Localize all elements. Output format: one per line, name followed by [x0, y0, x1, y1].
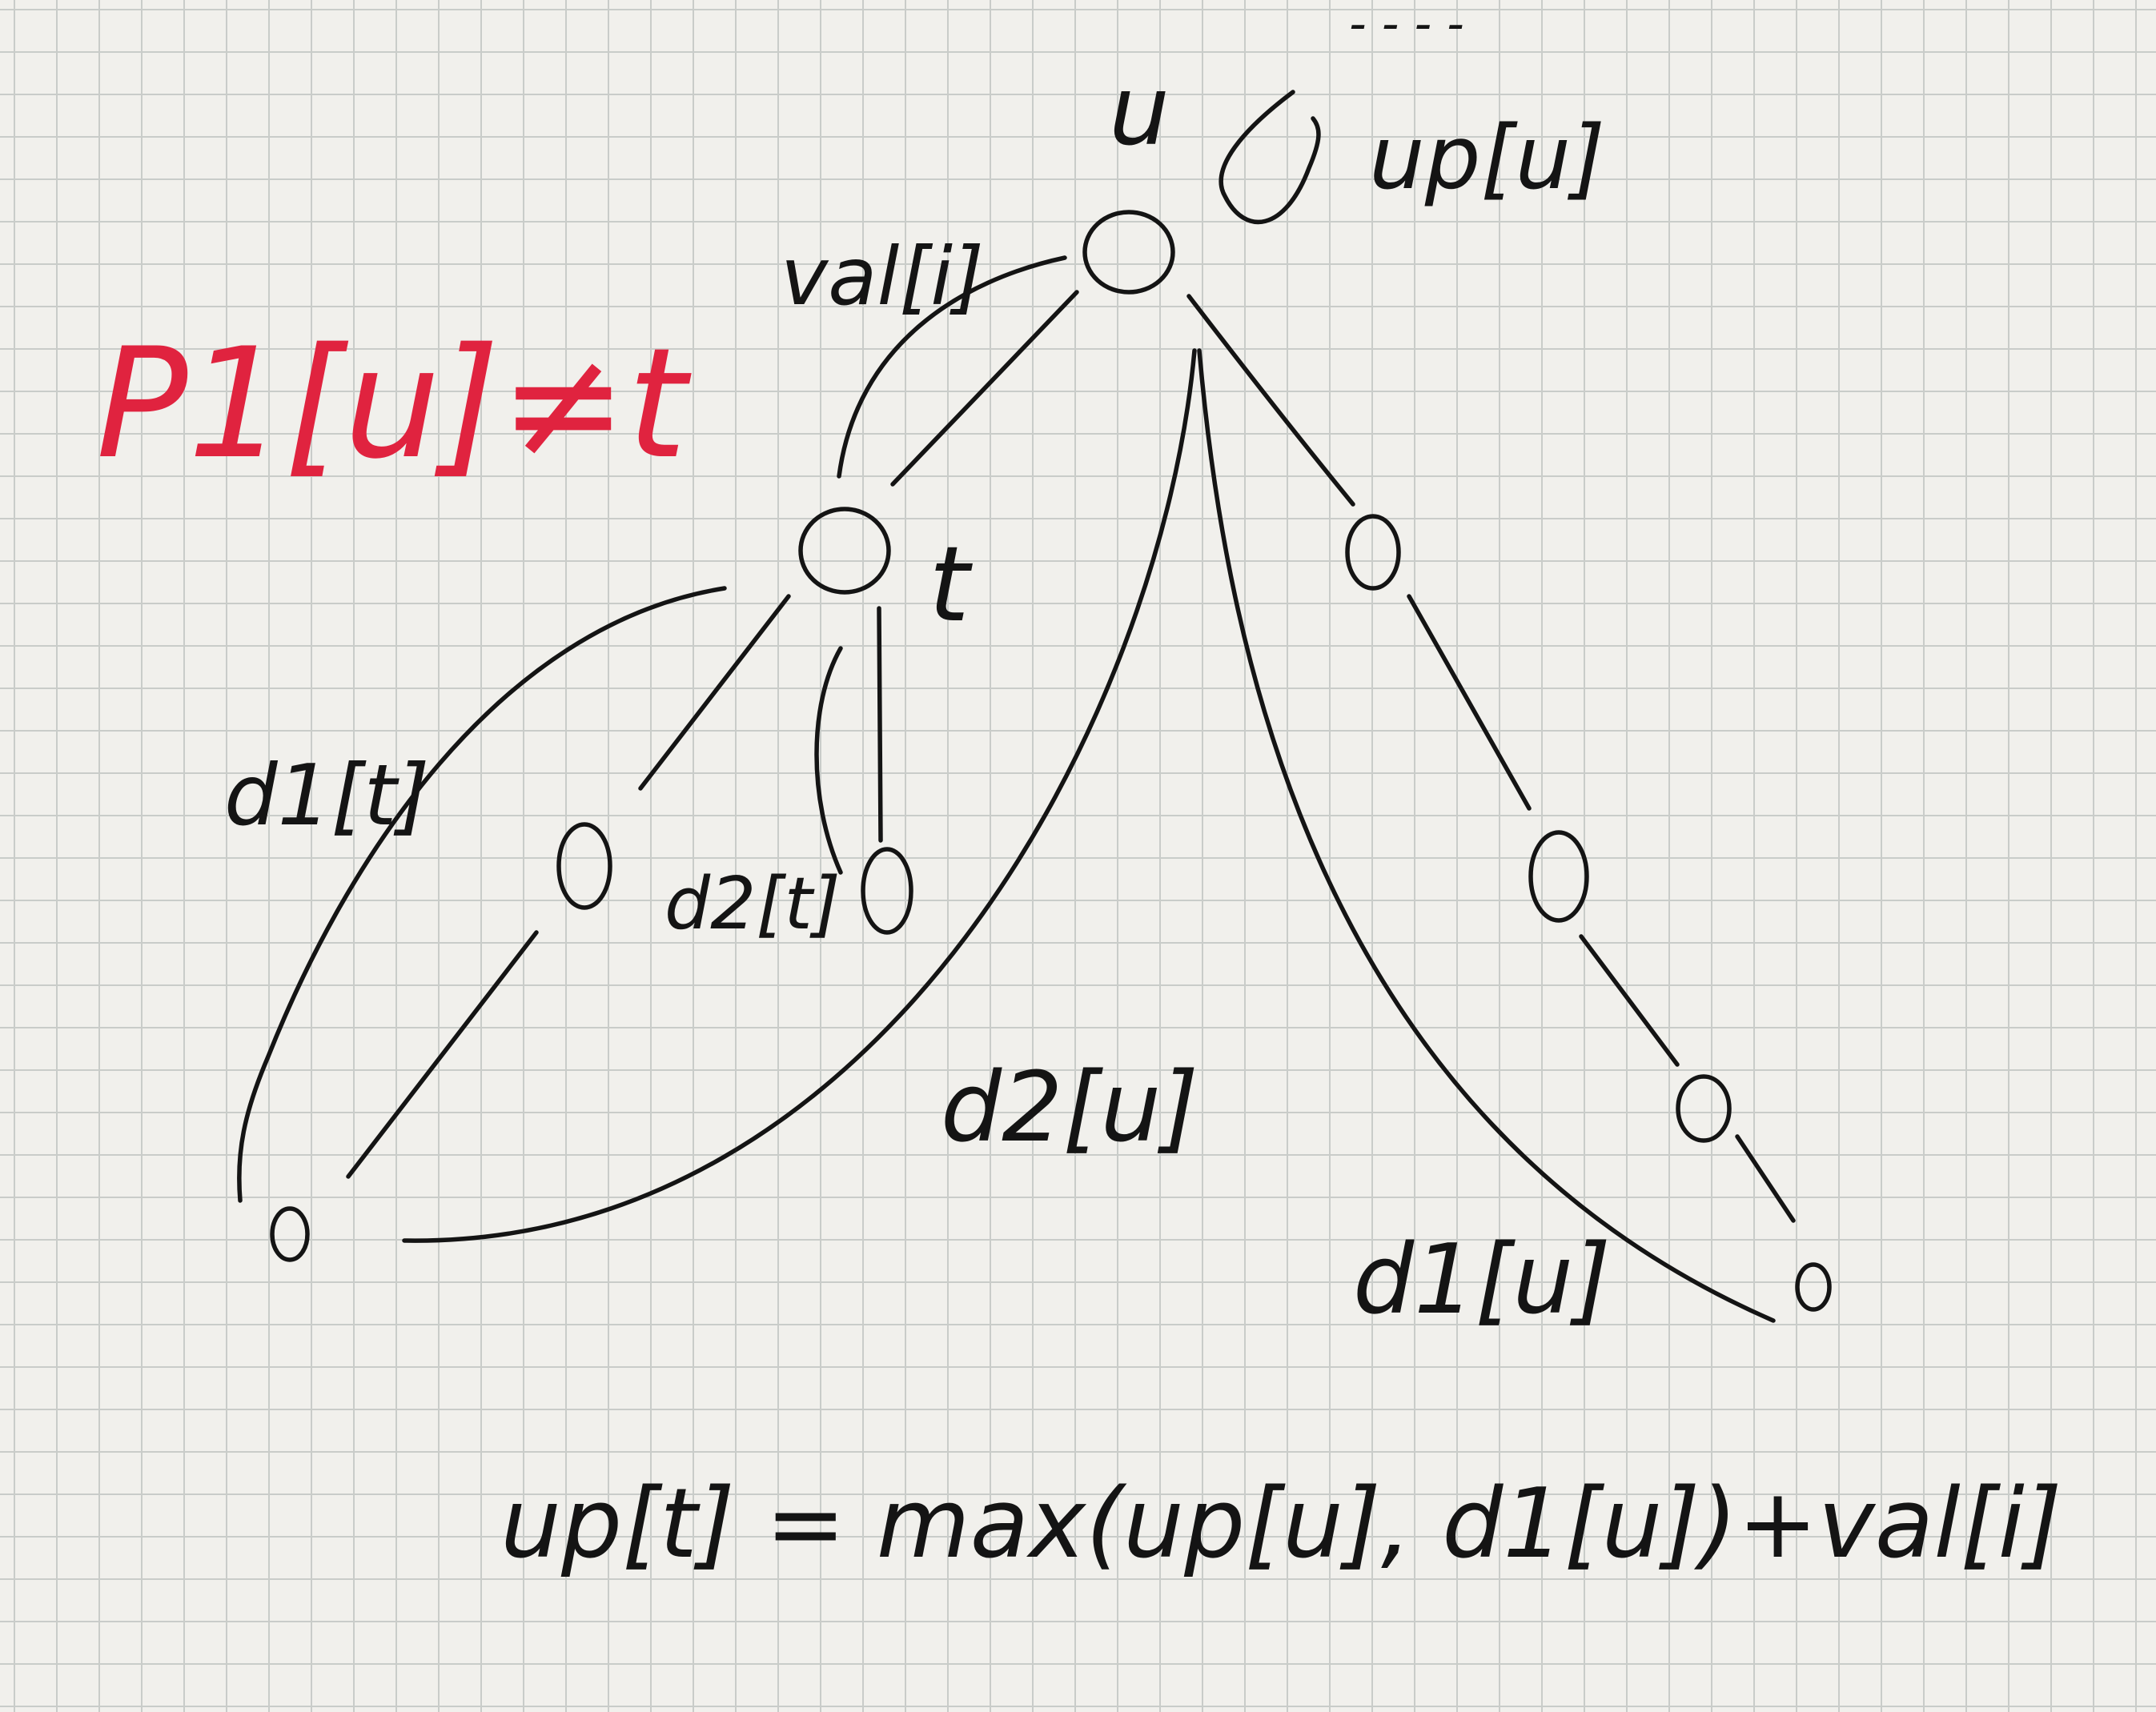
formula: up[t] = max(up[u], d1[u])+val[i]	[500, 1469, 2062, 1580]
node-right-2	[1528, 830, 1589, 923]
node-right-leaf	[1795, 1262, 1832, 1312]
arc-d1-u	[1197, 348, 1776, 1323]
d2-t-label: d2[t]	[664, 862, 841, 946]
edge-t-left-child	[638, 594, 791, 791]
edge-u-r1	[1186, 294, 1355, 507]
top-dots: - - - -	[1349, 0, 1464, 52]
condition-label: P1[u]≠t	[96, 315, 692, 492]
val-i-label: val[i]	[781, 230, 984, 323]
edge-r3-r4	[1735, 1134, 1796, 1223]
d1-u-label: d1[u]	[1353, 1225, 1611, 1336]
node-u-label: u	[1109, 56, 1170, 167]
node-right-1	[1345, 514, 1401, 591]
arc-up-u-loop	[1219, 90, 1321, 225]
edge-r2-r3	[1579, 934, 1680, 1067]
edge-t-mid-child	[877, 606, 883, 843]
arc-val-i	[837, 255, 1067, 479]
arc-d2-u	[402, 348, 1197, 1243]
node-right-3	[1676, 1074, 1732, 1143]
d1-t-label: d1[t]	[224, 747, 430, 844]
node-mid-child	[861, 847, 913, 935]
edge-r1-r2	[1407, 594, 1532, 811]
node-left-child	[556, 822, 612, 910]
tree-edges	[346, 290, 1796, 1223]
arc-d1-t	[237, 586, 727, 1203]
node-u	[1082, 210, 1175, 295]
up-u-label: up[u]	[1369, 106, 1605, 209]
path-arcs	[237, 90, 1776, 1323]
tree-nodes	[270, 210, 1832, 1312]
edge-left-child-leaf	[346, 930, 539, 1179]
node-t-label: t	[929, 523, 973, 645]
node-t	[798, 507, 891, 595]
edge-u-t	[890, 290, 1079, 487]
node-left-leaf	[270, 1206, 310, 1262]
arc-d2-t	[814, 646, 843, 875]
d2-u-label: d2[u]	[941, 1052, 1198, 1164]
